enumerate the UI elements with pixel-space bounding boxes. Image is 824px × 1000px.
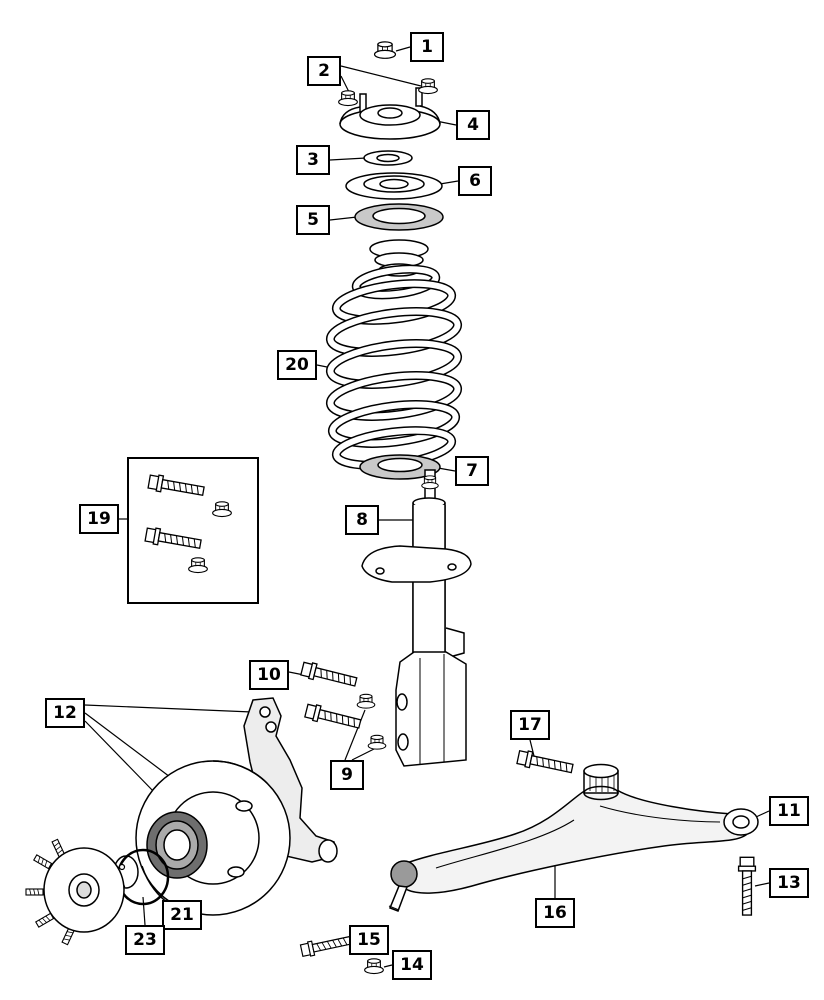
callout-3[interactable]: 3 <box>296 145 330 175</box>
callout-11[interactable]: 11 <box>769 796 809 826</box>
hardware-kit-drawing <box>127 457 259 604</box>
rear-bushing-drawing <box>723 808 759 836</box>
callout-21[interactable]: 21 <box>162 900 202 930</box>
coil-spring-drawing <box>325 264 463 470</box>
callout-9[interactable]: 9 <box>330 760 364 790</box>
front-pivot-bolt-drawing <box>515 748 575 777</box>
callout-1[interactable]: 1 <box>410 32 444 62</box>
front-bushing-drawing <box>583 763 619 801</box>
strut-bolts-drawing <box>299 660 363 733</box>
upper-isolator-drawing <box>354 203 444 231</box>
callout-2[interactable]: 2 <box>307 56 341 86</box>
callout-14[interactable]: 14 <box>392 950 432 980</box>
callout-17[interactable]: 17 <box>510 710 550 740</box>
callout-10[interactable]: 10 <box>249 660 289 690</box>
lower-isolator-drawing <box>359 454 441 480</box>
strut-drawing <box>361 469 472 767</box>
ball-joint-nut-drawing <box>364 958 384 975</box>
control-arm-body <box>395 784 752 894</box>
rear-bushing-bolt-drawing <box>737 856 757 916</box>
callout-6[interactable]: 6 <box>458 166 492 196</box>
ball-joint-drawing <box>388 860 418 912</box>
callout-20[interactable]: 20 <box>277 350 317 380</box>
ball-joint-bolt-drawing <box>299 932 353 959</box>
callout-16[interactable]: 16 <box>535 898 575 928</box>
callout-5[interactable]: 5 <box>296 205 330 235</box>
callout-12[interactable]: 12 <box>45 698 85 728</box>
callout-19[interactable]: 19 <box>79 504 119 534</box>
hub-drawing <box>25 838 125 946</box>
strut-mount-drawing <box>339 87 441 140</box>
strut-mount-nut-drawing <box>373 41 397 59</box>
control-arm-drawing <box>388 763 759 912</box>
callout-7[interactable]: 7 <box>455 456 489 486</box>
callout-8[interactable]: 8 <box>345 505 379 535</box>
callout-15[interactable]: 15 <box>349 925 389 955</box>
knuckle-assembly-drawing <box>25 697 338 946</box>
callout-13[interactable]: 13 <box>769 868 809 898</box>
strut-nuts-drawing <box>356 693 387 750</box>
callout-4[interactable]: 4 <box>456 110 490 140</box>
hub-bearing-drawing <box>146 811 208 879</box>
callout-23[interactable]: 23 <box>125 925 165 955</box>
strut-bearing-drawing <box>363 150 413 166</box>
upper-spring-seat-drawing <box>345 172 443 200</box>
